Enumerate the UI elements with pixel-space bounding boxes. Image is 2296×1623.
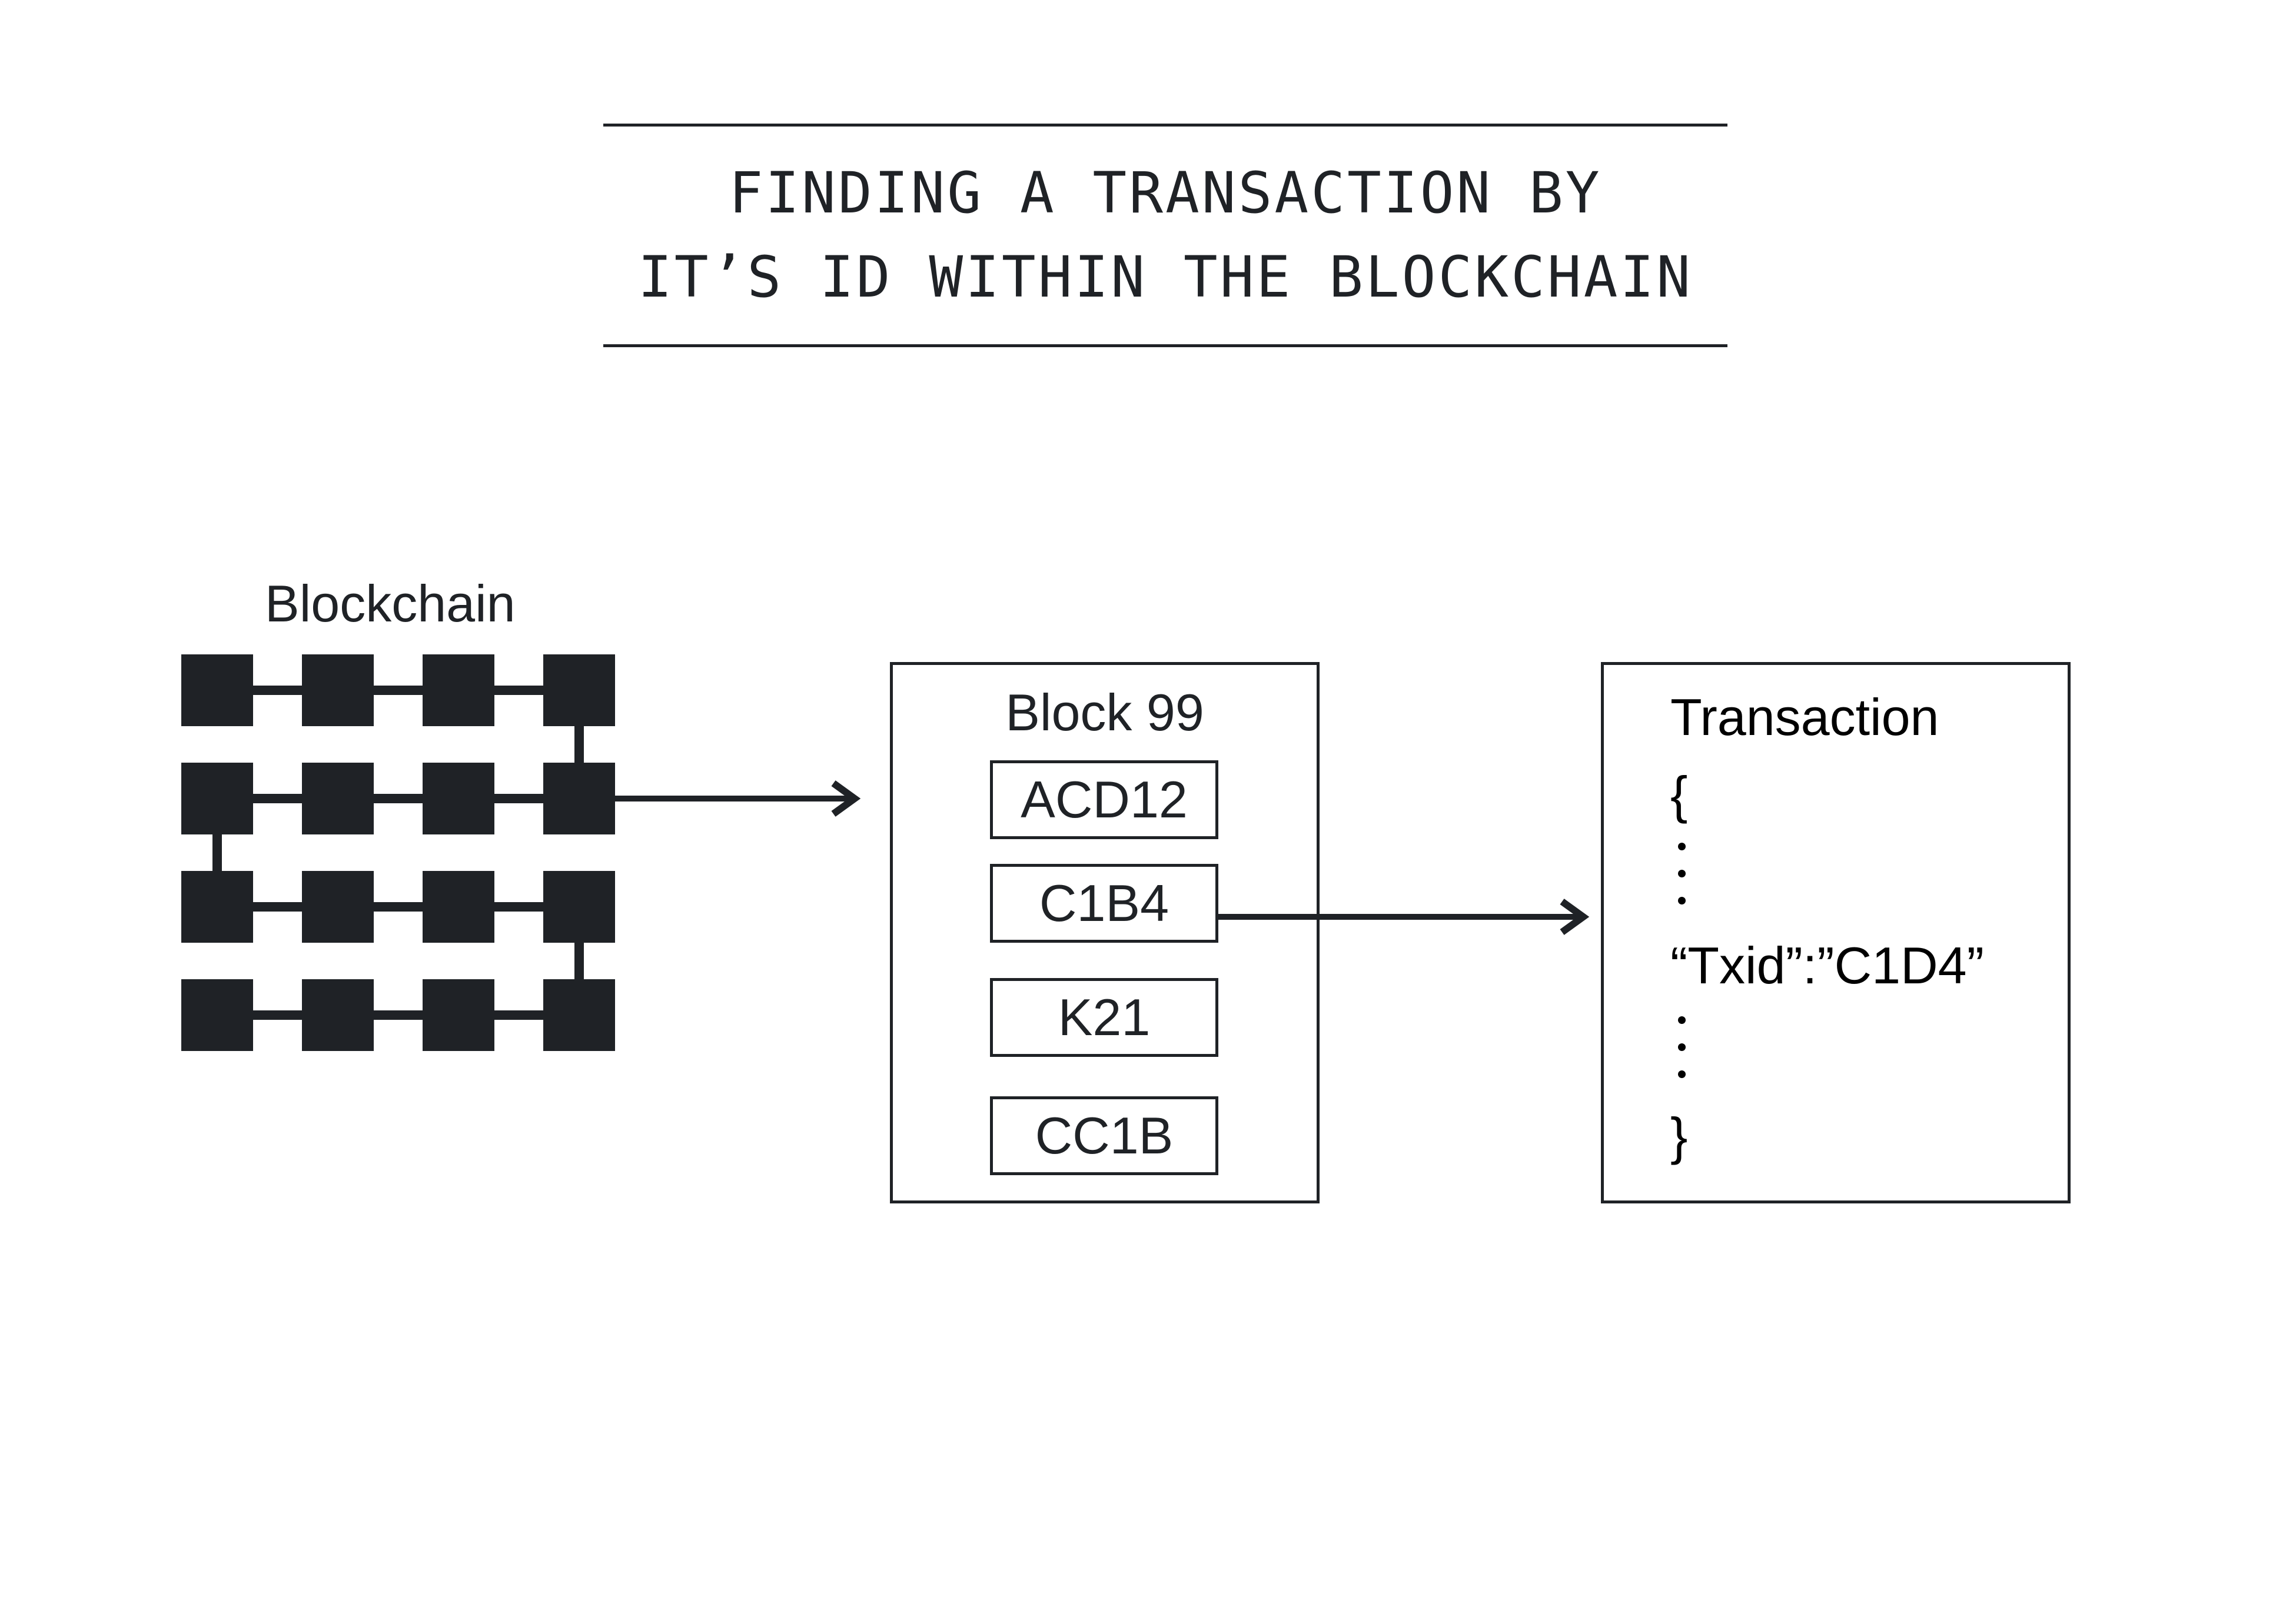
title-line-1: FINDING A TRANSACTION BY — [729, 160, 1602, 226]
tx-id-item: ACD12 — [990, 760, 1218, 839]
block-title: Block 99 — [1005, 683, 1204, 741]
chain-block — [181, 871, 253, 943]
blockchain-graphic — [181, 654, 615, 1051]
arrow-to-block-head — [831, 780, 861, 817]
diagram-title: FINDING A TRANSACTION BY IT’S ID WITHIN … — [603, 127, 1727, 344]
chain-block — [181, 763, 253, 834]
tx-id-item: K21 — [990, 978, 1218, 1057]
ellipsis-dot — [1678, 870, 1686, 877]
open-brace: { — [1670, 766, 1688, 824]
ellipsis-dot — [1678, 1043, 1686, 1051]
blockchain-label: Blockchain — [265, 574, 516, 633]
title-line-2: IT’S ID WITHIN THE BLOCKCHAIN — [637, 244, 1693, 310]
ellipsis-dot — [1678, 897, 1686, 904]
arrows — [615, 780, 1590, 935]
tx-id-item-highlighted: C1B4 — [990, 864, 1218, 943]
ellipsis-dot — [1678, 843, 1686, 850]
chain-block — [181, 654, 253, 726]
chain-block — [543, 654, 615, 726]
chain-block — [423, 763, 494, 834]
title-bottom-rule — [603, 344, 1727, 347]
close-brace: } — [1670, 1107, 1688, 1165]
arrow-to-transaction-head — [1560, 899, 1590, 935]
transaction-box — [1601, 662, 2071, 1203]
chain-block — [423, 871, 494, 943]
txid-line: “Txid”:”C1D4” — [1670, 936, 1984, 995]
tx-id-item: CC1B — [990, 1096, 1218, 1175]
chain-block — [302, 979, 374, 1051]
block-box — [890, 662, 1320, 1203]
transaction-title: Transaction — [1670, 688, 1939, 746]
ellipsis-dot — [1678, 1016, 1686, 1024]
chain-block — [543, 979, 615, 1051]
title-block: FINDING A TRANSACTION BY IT’S ID WITHIN … — [603, 124, 1727, 347]
ellipsis-dot — [1678, 1070, 1686, 1078]
chain-block — [302, 763, 374, 834]
chain-block — [302, 871, 374, 943]
chain-block — [423, 654, 494, 726]
chain-block — [302, 654, 374, 726]
chain-block — [181, 979, 253, 1051]
title-top-rule — [603, 124, 1727, 127]
chain-block — [423, 979, 494, 1051]
chain-block — [543, 763, 615, 834]
chain-block — [543, 871, 615, 943]
